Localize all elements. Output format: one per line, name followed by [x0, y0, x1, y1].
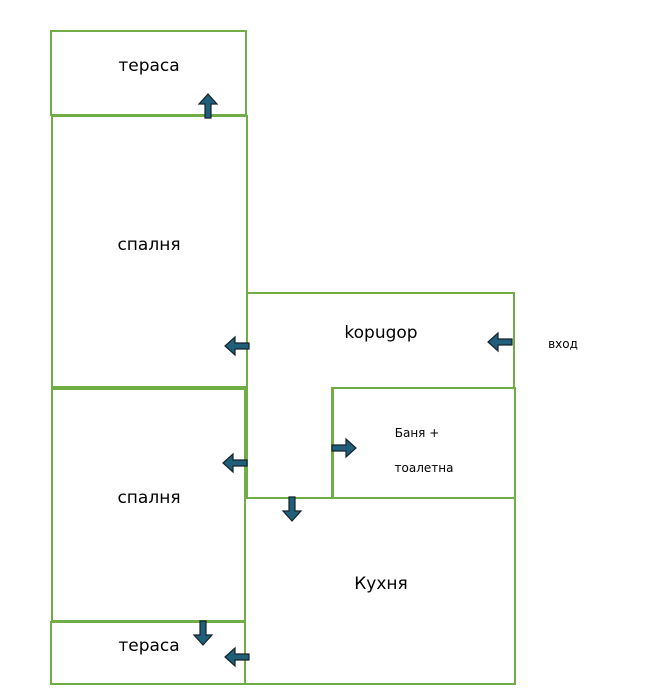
terrace-bottom-room [50, 621, 246, 685]
corridor-label: kopugop [344, 323, 417, 343]
bedroom-top-room [51, 115, 248, 388]
door-arrow-right-icon [331, 438, 357, 458]
kitchen-label: Кухня [354, 574, 408, 594]
entrance-label: вход [548, 337, 578, 351]
terrace-bottom-label: тераса [118, 636, 179, 656]
kitchen-room [244, 497, 516, 685]
bathroom-label-line2: тоалетна [395, 461, 454, 475]
bathroom-room [332, 387, 516, 499]
terrace-top-label: тераса [118, 56, 179, 76]
door-arrow-down-icon [193, 620, 213, 646]
entrance-arrow-icon [487, 332, 513, 352]
bedroom-top-label: спалня [117, 235, 180, 255]
door-arrow-down-icon [282, 496, 302, 522]
bathroom-label-line1: Баня + [395, 426, 440, 440]
door-arrow-left-icon [224, 336, 250, 356]
door-arrow-left-icon [222, 453, 248, 473]
bedroom-bottom-label: спалня [117, 488, 180, 508]
